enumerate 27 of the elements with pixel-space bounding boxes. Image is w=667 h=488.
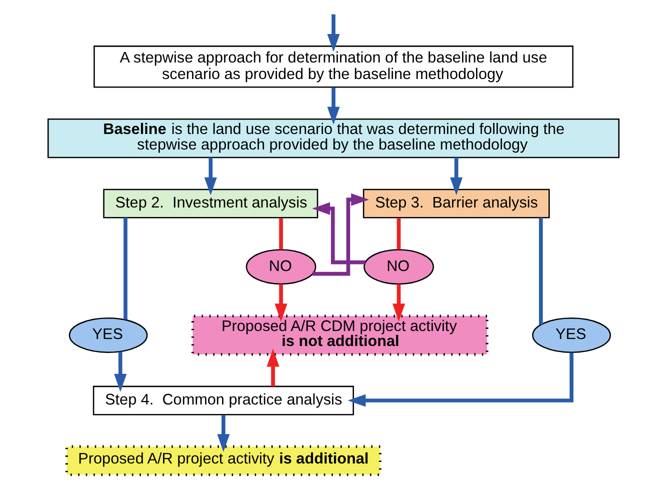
node-box: Proposed A/R project activity is additional — [65, 445, 382, 476]
connector — [538, 218, 543, 325]
node-box: Step 4. Common practice analysis — [92, 386, 354, 416]
node-ellipse: NO — [246, 249, 316, 285]
node-ellipse: YES — [532, 318, 611, 353]
connector — [124, 218, 128, 320]
arrow — [327, 87, 340, 125]
arrow — [274, 284, 288, 322]
node-box: A stepwise approach for determination of the baseline land use scenario as provided by the baseline methodology — [94, 46, 574, 88]
arrow — [392, 284, 406, 322]
arrow — [312, 202, 366, 264]
node-box: Proposed A/R CDM project activity is not additional — [191, 314, 488, 356]
arrow — [114, 352, 127, 392]
connector — [279, 218, 283, 250]
arrow — [450, 158, 463, 196]
connector — [396, 218, 401, 250]
node-box: Baseline is the land use scenario that was determined following the stepwise approach provided by the baseline methodology — [47, 118, 620, 158]
arrow — [312, 193, 370, 276]
arrow — [266, 348, 280, 386]
arrow — [327, 14, 340, 52]
node-box: Step 3. Barrier analysis — [362, 188, 550, 218]
node-box: Step 2. Investment analysis — [103, 188, 318, 218]
arrow — [204, 158, 217, 196]
arrow — [348, 352, 574, 407]
node-ellipse: NO — [364, 249, 434, 285]
node-ellipse: YES — [68, 318, 148, 353]
arrow — [217, 415, 230, 452]
